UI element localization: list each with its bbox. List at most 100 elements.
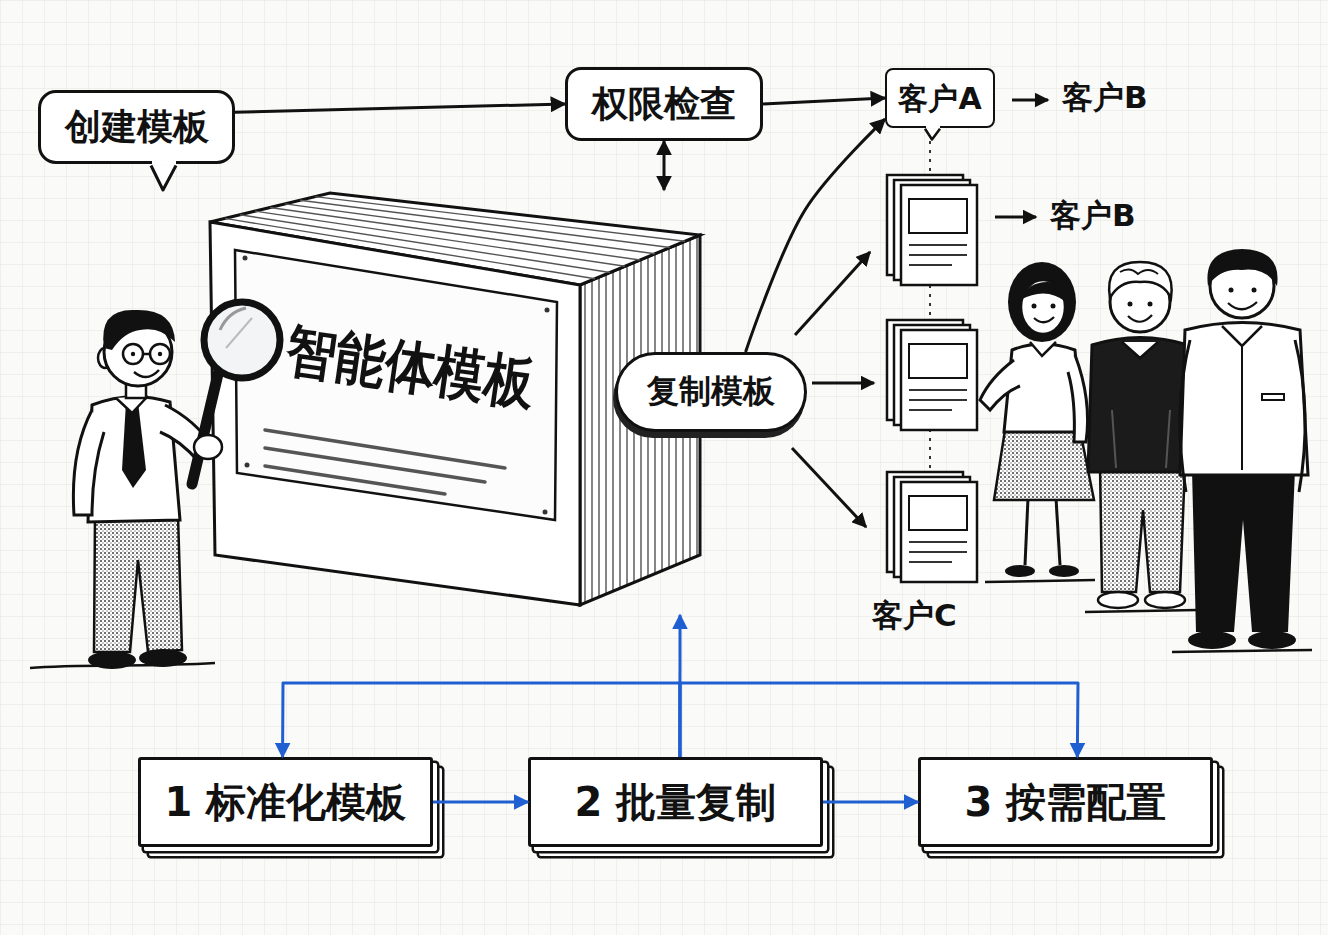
step-box: 3 按需配置 [918,757,1213,847]
node-label: 创建模板 [65,107,209,147]
customer-figure [1109,262,1171,298]
customer-figure [1068,355,1088,442]
presenter-figure [94,515,182,652]
presenter-figure [30,663,215,668]
customer-figure [1112,410,1116,468]
edge-group [235,98,1078,802]
connector [283,683,680,757]
presenter-figure [220,308,246,330]
node-label: 权限检查 [592,84,736,124]
presenter-figure [160,405,212,462]
customer-bubble: 客户A [885,68,995,128]
document-stack [909,244,967,246]
customer-figure [1049,565,1079,577]
customer-figure [1241,342,1243,470]
bubble-tail [149,161,181,191]
customer-figure [1229,288,1234,293]
document-stack [909,399,967,401]
presenter-figure [134,370,159,377]
document-stack [887,175,963,275]
document-stack [909,344,967,378]
node-label: 1 标准化模板 [165,780,407,824]
customer-figure [1248,631,1296,649]
dashed-guide [930,132,931,478]
node-label: 客户A [898,82,981,115]
customer-figure [1008,262,1076,342]
customer-figure [1021,280,1065,334]
presenter-figure [88,651,136,669]
customer-figure [1034,317,1054,322]
bubble-tail [926,125,940,129]
document-stack [909,409,952,411]
bubble-tail [923,125,945,141]
presenter-figure [103,310,175,350]
presenter-figure [123,344,143,364]
customer-figure [1145,592,1185,608]
copy-arrow [792,448,866,527]
bubble-tail [152,161,176,165]
copy-arrow [792,100,1048,527]
node-label: 3 按需配置 [965,780,1167,824]
copy-arrow [1012,99,1048,102]
document-stack [901,482,977,582]
presenter-figure [126,380,146,398]
presenter-figure [139,649,187,667]
document-stack [909,541,967,543]
presenter-figure [158,352,162,356]
action-pill: 复制模板 [615,352,807,432]
customer-figure [1004,344,1082,432]
document-stack [887,320,977,430]
customer-figure [1122,342,1158,358]
customer-figure [1295,340,1305,492]
box-outline [315,197,685,242]
box-outline [235,250,557,520]
customer-figure [1085,610,1198,612]
customer-figure [1032,304,1037,309]
customer-label: 客户B [1062,80,1148,114]
step-box: 2 批量复制 [528,757,823,847]
customer-figure [1210,254,1274,318]
customer-figure [985,580,1095,582]
dashed-guide [929,132,931,478]
customer-figure [1172,650,1312,652]
customer-figure [1025,498,1028,565]
document-stack [909,496,967,530]
document-stack [909,254,967,256]
customer-figure [994,430,1094,500]
customer-figure [1166,410,1170,468]
customer-figure [1085,262,1198,612]
box-outline [265,466,445,494]
connector [823,801,918,804]
process-box: 权限检查 [565,67,763,141]
copy-arrow [812,382,874,385]
box-outline [543,510,548,515]
connector [433,801,528,804]
presenter-figure [122,402,146,488]
presenter-figure [204,302,280,378]
document-stack [887,175,977,285]
speech-bubble: 创建模板 [38,90,235,164]
customer-figure [980,360,1020,410]
customer-figure [1192,470,1295,632]
copy-arrow [995,216,1036,219]
box-outline [210,222,580,605]
presenter-figure [30,302,280,669]
presenter-figure [226,318,252,348]
presenter-figure [194,435,222,459]
customer-figure [1120,269,1158,274]
customer-figure [1128,302,1133,307]
connector [680,683,1078,757]
customer-figure [1110,272,1170,332]
presenter-figure [143,353,150,356]
box-outline [545,308,550,313]
customer-figure [1128,315,1152,322]
connector [763,98,885,104]
customer-figure [1172,249,1312,652]
document-stack [909,389,967,391]
document-stack [909,561,952,563]
customer-figure [980,262,1095,582]
node-label: 复制模板 [647,374,775,409]
box-outline [243,256,248,261]
